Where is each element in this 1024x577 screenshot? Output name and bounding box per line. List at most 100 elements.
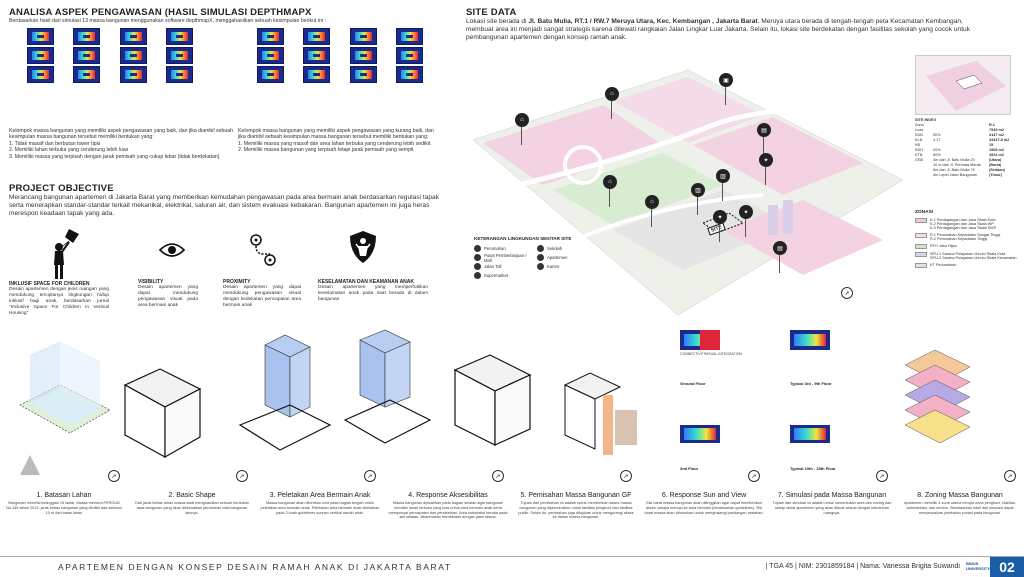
objective-item-text: Desain apartemen yang memperhatikan kese… bbox=[318, 285, 428, 302]
good-conclusion: Kelompok massa bangunan yang memiliki as… bbox=[9, 128, 234, 160]
zone-item: RTH Jalur Hijau bbox=[915, 244, 1020, 249]
site-index-row: 10 m dari Jl. Permata Merak(Barat) bbox=[915, 163, 1015, 168]
site-index-cell: (Utara) bbox=[989, 158, 1002, 162]
site-index-cell: 4524 m2 bbox=[989, 153, 1004, 157]
step-text: Massa bangunan dipisahkan pada bagian se… bbox=[388, 501, 508, 520]
site-index-cell: KDB bbox=[915, 133, 923, 137]
school-icon bbox=[537, 245, 544, 252]
heatmap-cell bbox=[250, 66, 291, 83]
heatmap-image bbox=[73, 66, 101, 83]
heatmap-cell bbox=[250, 28, 291, 45]
apartment-pin-icon: ▥ bbox=[716, 169, 730, 201]
housing-pin-icon: ⌂ bbox=[605, 87, 619, 119]
heatmap-cell bbox=[343, 66, 384, 83]
step-title: 1. Batasan Lahan bbox=[36, 492, 92, 499]
objective-item-text: Desain apartemen yang dapat mendukung pe… bbox=[138, 285, 198, 308]
site-index-cell: 34437.8 m2 bbox=[989, 138, 1010, 142]
site-index-cell: KLB bbox=[915, 138, 923, 142]
sim-floor: 2nd Floor bbox=[680, 466, 699, 471]
heatmap-cell bbox=[389, 28, 430, 45]
sim-floor: Ground Floor bbox=[680, 381, 706, 386]
sim-label: CONNECTIVITY bbox=[680, 352, 707, 356]
legend-label: Apartemen bbox=[547, 255, 568, 260]
office-icon bbox=[537, 263, 544, 270]
sim-label: VISUAL INTEGRATION bbox=[705, 352, 742, 356]
apartment-pin-icon: ▥ bbox=[691, 183, 705, 215]
housing-icon bbox=[474, 245, 481, 252]
heatmap-image bbox=[27, 47, 55, 64]
site-index-cell: 4.17 bbox=[933, 138, 941, 142]
heatmap-cell bbox=[159, 66, 200, 83]
step-text: Bangunan memiliki ketinggian 15 lantai. … bbox=[6, 501, 122, 515]
step-illustrations bbox=[19, 329, 971, 475]
heatmap-image bbox=[303, 47, 331, 64]
step-title: 8. Zoning Massa Bangunan bbox=[917, 492, 1003, 499]
north-arrow-icon: ➚ bbox=[841, 287, 853, 299]
zone-swatch bbox=[915, 218, 927, 223]
site-index-title: SITE INDEX bbox=[915, 118, 937, 122]
step-text: Apartemen memiliki 4 zona utama berupa z… bbox=[903, 501, 1017, 515]
step-text: Massa bangunan akan diberikan void pada … bbox=[260, 501, 380, 515]
heatmap-cell bbox=[66, 66, 107, 83]
heatmap-image bbox=[119, 66, 147, 83]
heatmap-cell bbox=[113, 28, 154, 45]
step-text: Tujuan dari simulasi ini adalah untuk me… bbox=[772, 501, 892, 515]
step-text: Sisi barat massa bangunan akan ditinggik… bbox=[644, 501, 764, 515]
north-arrow-icon: ➚ bbox=[492, 470, 504, 482]
zone-swatch bbox=[915, 252, 927, 257]
heatmap-cell bbox=[389, 66, 430, 83]
objective-item-text: Desain apartemen dengan jenis ruangan ya… bbox=[9, 287, 109, 316]
legend-item: Kantor bbox=[537, 262, 594, 271]
zone-swatch bbox=[915, 244, 927, 249]
north-arrow-icon: ➚ bbox=[236, 470, 248, 482]
heatmap-image bbox=[73, 28, 101, 45]
step-text: Tujuan dari pemisahan ini adalah untuk m… bbox=[518, 501, 634, 520]
housing-pin-icon: ⌂ bbox=[645, 195, 659, 227]
step-title: 4. Response Aksesibilitas bbox=[408, 492, 488, 499]
north-arrow-icon: ➚ bbox=[748, 470, 760, 482]
objective-item-title: PROXIMITY bbox=[223, 279, 251, 285]
heatmap-cell bbox=[343, 28, 384, 45]
heatmap-image bbox=[303, 66, 331, 83]
school-pin-icon: ✦ bbox=[713, 210, 727, 242]
legend-item: Apartemen bbox=[537, 253, 594, 262]
legend-item: Sekolah bbox=[537, 244, 594, 253]
heatmap-image bbox=[27, 28, 55, 45]
footer: APARTEMEN DENGAN KONSEP DESAIN RAMAH ANA… bbox=[0, 556, 1024, 577]
site-index-cell: 4147 m2 bbox=[989, 133, 1004, 137]
zone-label: K.1 Perdagangan dan Jasa Skala Kota K.2 … bbox=[930, 218, 997, 230]
good-item: 3. Memiliki massa yang terpisah dengan j… bbox=[9, 153, 220, 160]
site-index-cell: 20% bbox=[933, 148, 941, 152]
good-item: 2. Memiliki lahan terbuka yang cenderung… bbox=[9, 147, 129, 154]
legend-item: Jalan Toll bbox=[474, 262, 531, 271]
site-index-map bbox=[915, 55, 1011, 115]
shield-person-icon bbox=[348, 230, 378, 269]
good-conclusion-text: Kelompok massa bangunan yang memiliki as… bbox=[9, 128, 234, 141]
heatmap-cell bbox=[20, 47, 61, 64]
heatmap-cell bbox=[113, 47, 154, 64]
school-pin-icon: ✦ bbox=[759, 153, 773, 185]
objective-item-safety: KESELAMATAN DAN KEAMANAN ANAK Desain apa… bbox=[318, 277, 428, 303]
north-arrow-icon: ➚ bbox=[108, 470, 120, 482]
objective-text: Merancang bangunan apartemen di Jakarta … bbox=[9, 194, 439, 218]
site-legend: KETERANGAN LINGKUNGAN SEKITAR SITE Perum… bbox=[474, 236, 594, 280]
site-text: Lokasi site berada di Jl. Batu Mulia, RT… bbox=[466, 18, 986, 43]
heatmap-image bbox=[257, 66, 285, 83]
site-index-cell: KDH bbox=[915, 148, 924, 152]
site-index-row: 5m dari Jl. Batu Mulia 76(Selatan) bbox=[915, 168, 1015, 173]
heatmap-image bbox=[349, 28, 377, 45]
heatmap-cell bbox=[113, 66, 154, 83]
site-address: Jl. Batu Mulia, RT.1 / RW.7 Meruya Utara… bbox=[528, 18, 758, 25]
site-title: SITE DATA bbox=[466, 7, 517, 18]
heatmap-image bbox=[257, 28, 285, 45]
heatmap-image bbox=[119, 28, 147, 45]
heatmap-image bbox=[349, 47, 377, 64]
site-index-cell: (Selatan) bbox=[989, 168, 1006, 172]
university-logo: BINUS UNIVERSITY bbox=[966, 561, 991, 571]
site-index-cell: 10 m dari Jl. Permata Merak bbox=[933, 163, 981, 167]
